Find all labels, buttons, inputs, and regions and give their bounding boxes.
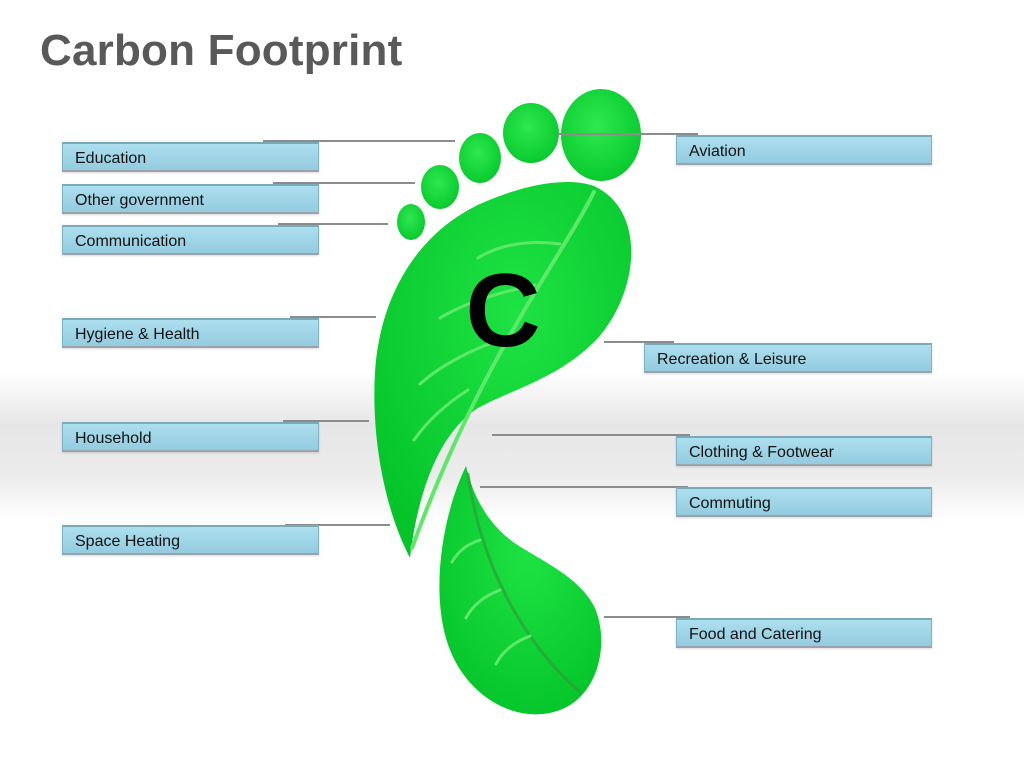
connector-hygiene-health bbox=[290, 316, 376, 318]
toe-big bbox=[561, 89, 641, 181]
label-other-government: Other government bbox=[62, 184, 319, 214]
connector-clothing-footwear bbox=[492, 434, 690, 436]
label-communication: Communication bbox=[62, 225, 319, 255]
label-household: Household bbox=[62, 422, 319, 452]
toe-second bbox=[503, 103, 559, 163]
label-clothing-footwear: Clothing & Footwear bbox=[676, 436, 932, 466]
connector-commuting bbox=[480, 486, 688, 488]
connector-communication bbox=[278, 223, 388, 225]
connector-space-heating bbox=[285, 524, 390, 526]
toe-fourth bbox=[421, 165, 459, 209]
forefoot-leaf bbox=[374, 182, 632, 559]
connector-recreation-leisure bbox=[604, 341, 674, 343]
label-commuting: Commuting bbox=[676, 487, 932, 517]
forefoot-vein bbox=[410, 190, 596, 550]
connector-household bbox=[283, 420, 369, 422]
label-education: Education bbox=[62, 142, 319, 172]
label-food-catering: Food and Catering bbox=[676, 618, 932, 648]
center-letter: C bbox=[465, 253, 540, 369]
heel-vein bbox=[466, 472, 582, 694]
connector-education bbox=[263, 140, 455, 142]
label-recreation-leisure: Recreation & Leisure bbox=[644, 343, 932, 373]
label-hygiene-health: Hygiene & Health bbox=[62, 318, 319, 348]
toe-little bbox=[397, 204, 425, 240]
label-space-heating: Space Heating bbox=[62, 525, 319, 555]
connector-food-catering bbox=[604, 616, 690, 618]
page-title: Carbon Footprint bbox=[40, 26, 403, 75]
toe-third bbox=[459, 133, 501, 183]
connector-other-government bbox=[273, 182, 415, 184]
heel-leaf bbox=[439, 466, 602, 715]
label-aviation: Aviation bbox=[676, 135, 932, 165]
connector-aviation bbox=[558, 133, 698, 135]
